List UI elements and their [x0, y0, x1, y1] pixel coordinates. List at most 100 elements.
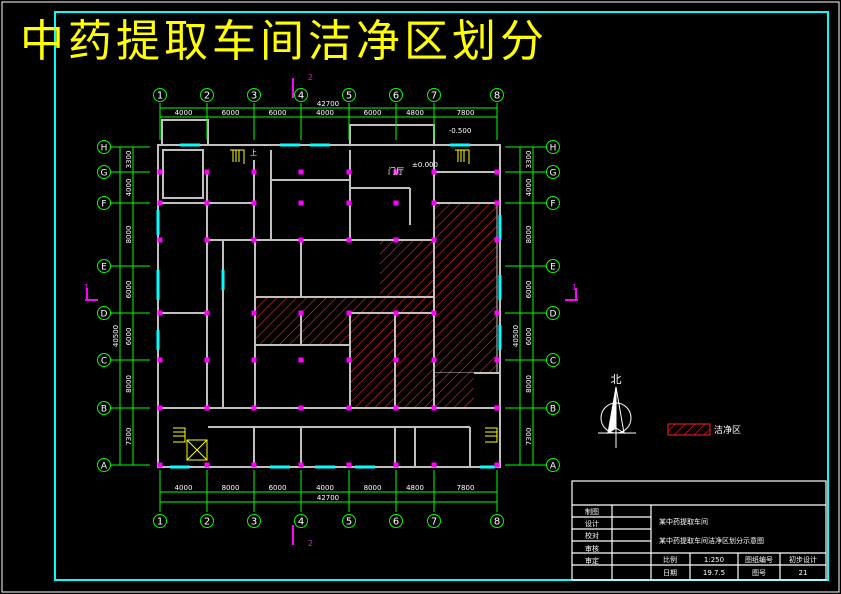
- structural-column: [298, 169, 304, 175]
- structural-column: [393, 237, 399, 243]
- dimension-segment: 8000: [125, 226, 133, 244]
- dimension-segment: 4000: [125, 179, 133, 197]
- dimension-segment: 8000: [525, 226, 533, 244]
- structural-column: [393, 462, 399, 468]
- drawing-title: 中药提取车间洁净区划分: [20, 16, 548, 67]
- axis-label-col: 3: [251, 517, 257, 528]
- axis-label-row: H: [550, 144, 557, 154]
- structural-column: [298, 237, 304, 243]
- axis-bubble: [97, 353, 111, 367]
- axis-label-col: 7: [431, 91, 437, 102]
- dimension-segment: 8000: [525, 375, 533, 393]
- dimension-total: 42700: [317, 494, 339, 502]
- axis-bubble: [294, 88, 308, 102]
- dimension-segment: 8000: [125, 375, 133, 393]
- structural-column: [157, 357, 163, 363]
- structural-column: [494, 462, 500, 468]
- structural-column: [204, 310, 210, 316]
- title-block-drawing-name: 某中药提取车间洁净区划分示意图: [659, 536, 764, 545]
- axis-label-row: A: [101, 462, 108, 472]
- title-block-row-label: 设计: [585, 519, 599, 528]
- structural-column: [346, 310, 352, 316]
- structural-column: [346, 200, 352, 206]
- dimension-segment: 4000: [175, 109, 193, 117]
- structural-column: [157, 405, 163, 411]
- axis-bubble: [427, 88, 441, 102]
- axis-label-row: C: [550, 357, 556, 367]
- section-mark-left: 1: [84, 283, 89, 292]
- axis-label-row: H: [101, 144, 108, 154]
- axis-bubble: [490, 514, 504, 528]
- structural-column: [157, 169, 163, 175]
- structural-column: [157, 310, 163, 316]
- structural-column: [431, 237, 437, 243]
- axis-label-col: 4: [298, 91, 304, 102]
- title-block: [571, 480, 827, 581]
- axis-bubble: [389, 514, 403, 528]
- structural-column: [157, 462, 163, 468]
- axis-bubble: [97, 401, 111, 415]
- date-label: 日期: [663, 569, 677, 577]
- structural-column: [157, 237, 163, 243]
- structural-column: [494, 169, 500, 175]
- structural-column: [494, 237, 500, 243]
- dimension-segment: 6000: [525, 281, 533, 299]
- structural-column: [431, 405, 437, 411]
- structural-column: [204, 169, 210, 175]
- dimension-segment: 6000: [269, 109, 287, 117]
- structural-column: [251, 405, 257, 411]
- axis-label-col: 8: [494, 517, 500, 528]
- dimension-segment: 6000: [269, 484, 287, 492]
- dimension-segment: 8000: [364, 484, 382, 492]
- axis-label-row: E: [101, 263, 107, 273]
- drawing-frame: [54, 11, 829, 581]
- room-label-lobby: 门厅: [388, 166, 404, 176]
- axis-bubble: [97, 458, 111, 472]
- structural-column: [393, 200, 399, 206]
- sheet-type-label: 图纸编号: [745, 555, 773, 564]
- dimension-segment: 4800: [406, 484, 424, 492]
- axis-label-col: 5: [346, 517, 352, 528]
- axis-bubble: [342, 88, 356, 102]
- axis-label-col: 4: [298, 517, 304, 528]
- structural-column: [204, 237, 210, 243]
- axis-label-col: 7: [431, 517, 437, 528]
- axis-label-row: D: [101, 310, 108, 320]
- title-block-row-label: 校对: [585, 531, 599, 540]
- title-block-row-label: 审定: [585, 556, 599, 565]
- axis-label-row: B: [101, 405, 107, 415]
- north-arrow-icon: [598, 386, 636, 448]
- dimension-segment: 7300: [125, 428, 133, 446]
- axis-bubble: [153, 88, 167, 102]
- dimension-segment: 6000: [222, 109, 240, 117]
- dimension-segment: 6000: [364, 109, 382, 117]
- section-mark-top: 2: [308, 73, 313, 82]
- structural-column: [204, 405, 210, 411]
- axis-bubble: [200, 88, 214, 102]
- axis-bubble: [97, 259, 111, 273]
- structural-column: [251, 462, 257, 468]
- axis-bubble: [546, 259, 560, 273]
- stairs: [173, 149, 498, 461]
- dimension-segment: 4000: [316, 484, 334, 492]
- dimension-segment: 6000: [525, 328, 533, 346]
- axis-bubble: [247, 514, 261, 528]
- axis-label-row: G: [101, 169, 108, 179]
- title-block-row-label: 审核: [585, 544, 599, 553]
- scale-value: 1:250: [704, 556, 724, 564]
- dimension-segment: 8000: [222, 484, 240, 492]
- axis-bubble: [546, 353, 560, 367]
- section-mark-right: 1: [572, 283, 577, 292]
- structural-column: [298, 462, 304, 468]
- dimension-total: 40500: [112, 325, 120, 347]
- structural-column: [298, 405, 304, 411]
- axis-bubble: [97, 165, 111, 179]
- axis-label-col: 1: [157, 91, 163, 102]
- axis-bubble: [546, 140, 560, 154]
- axis-bubble: [294, 514, 308, 528]
- dimension-segment: 4000: [175, 484, 193, 492]
- axis-label-col: 2: [204, 517, 210, 528]
- clean-zone-hatching: [255, 202, 498, 408]
